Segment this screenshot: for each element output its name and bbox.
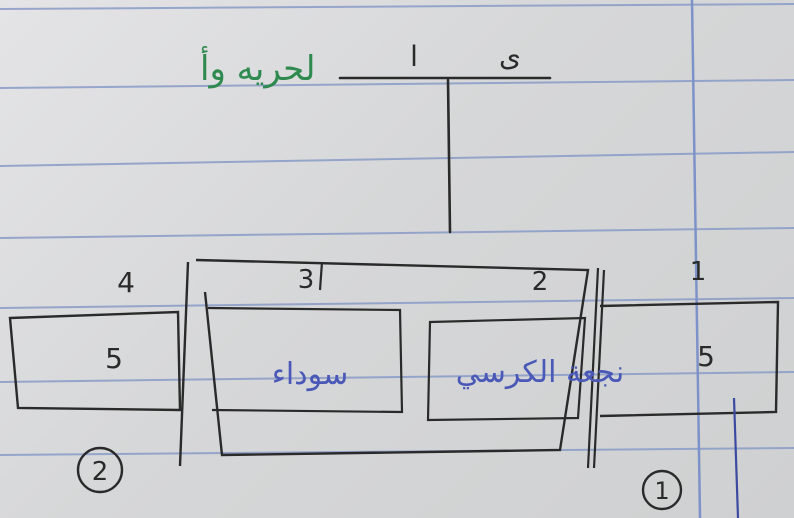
digit-1: 1 xyxy=(690,257,707,287)
top-label-b: ا xyxy=(410,40,418,73)
blue-pen-vertical xyxy=(732,397,740,518)
pencil-box-right-inner xyxy=(426,316,587,422)
pencil-tree-stem xyxy=(338,76,552,234)
green-heading: لحريه وأ xyxy=(200,46,315,89)
digit-5-left: 5 xyxy=(105,342,123,375)
circled-2-label: 2 xyxy=(92,457,109,487)
digit-5-right: 5 xyxy=(697,340,715,373)
circled-1-label: 1 xyxy=(654,477,669,505)
digit-3: 3 xyxy=(298,265,315,295)
pencil-box-middle xyxy=(207,306,404,414)
circle-2 xyxy=(76,446,124,494)
digit-2: 2 xyxy=(532,267,549,297)
digit-4: 4 xyxy=(117,266,135,299)
pencil-dividers-right xyxy=(318,261,606,469)
blue-text-middle: سوداء xyxy=(272,357,348,392)
pencil-box-far-right xyxy=(599,300,780,418)
top-label-a: ى xyxy=(499,40,521,73)
ruled-lines xyxy=(0,3,794,456)
circle-1 xyxy=(641,469,683,511)
pencil-box-outer xyxy=(195,258,590,457)
pencil-box-left xyxy=(8,310,182,412)
blue-text-right: نجعة الكرسي xyxy=(456,355,625,390)
margin-line xyxy=(690,0,702,518)
pencil-divider-left xyxy=(178,261,190,467)
